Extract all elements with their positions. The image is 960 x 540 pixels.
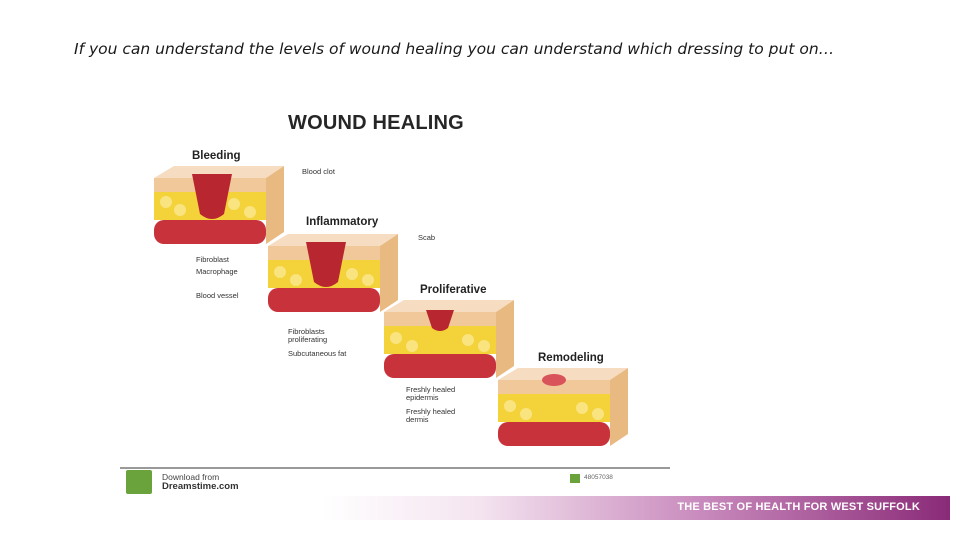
stage-label-bleeding: Bleeding xyxy=(192,150,241,162)
callout-scab: Scab xyxy=(418,233,436,242)
stock-site-text: Dreamstime.com xyxy=(162,481,239,492)
stock-id-icon xyxy=(570,474,580,483)
bleeding-illustration xyxy=(154,166,284,244)
callout-fibroblasts-proliferating: Fibroblasts proliferating xyxy=(288,328,327,344)
stage-label-inflammatory: Inflammatory xyxy=(306,216,379,228)
callout-fibroblasts-line-1: Fibroblasts xyxy=(288,327,325,336)
figure-title: WOUND HEALING xyxy=(288,112,464,134)
callout-epidermis-line-1: Freshly healed xyxy=(406,385,456,394)
stock-id-text: 48057038 xyxy=(584,474,613,481)
callout-dermis-line-2: dermis xyxy=(406,415,429,424)
callout-freshly-healed-dermis: Freshly healed dermis xyxy=(406,408,455,424)
callout-freshly-healed-epidermis: Freshly healed epidermis xyxy=(406,386,455,402)
proliferative-illustration xyxy=(384,300,514,378)
stage-label-remodeling: Remodeling xyxy=(538,352,604,364)
callout-epidermis-line-2: epidermis xyxy=(406,393,439,402)
wound-healing-figure: WOUND HEALING Bleeding Blood clot Inflam… xyxy=(118,100,678,500)
banner-text: THE BEST OF HEALTH FOR WEST SUFFOLK xyxy=(677,501,920,513)
callout-dermis-line-1: Freshly healed xyxy=(406,407,456,416)
stock-credit: Download from Dreamstime.com xyxy=(126,470,326,496)
dreamstime-logo-icon xyxy=(126,470,152,494)
inflammatory-illustration xyxy=(268,234,398,312)
stock-download-text: Download from xyxy=(162,472,220,482)
slide-heading: If you can understand the levels of woun… xyxy=(74,40,835,58)
callout-blood-vessel: Blood vessel xyxy=(196,291,239,300)
callout-fibroblast: Fibroblast xyxy=(196,255,229,264)
callout-macrophage: Macrophage xyxy=(196,267,238,276)
callout-fibroblasts-line-2: proliferating xyxy=(288,335,328,344)
callout-blood-clot: Blood clot xyxy=(302,167,335,176)
callout-subcutaneous-fat: Subcutaneous fat xyxy=(288,349,347,358)
stock-footer-rule xyxy=(120,467,670,469)
footer-banner: THE BEST OF HEALTH FOR WEST SUFFOLK xyxy=(322,496,950,520)
stage-label-proliferative: Proliferative xyxy=(420,284,487,296)
remodeling-illustration xyxy=(498,368,628,446)
